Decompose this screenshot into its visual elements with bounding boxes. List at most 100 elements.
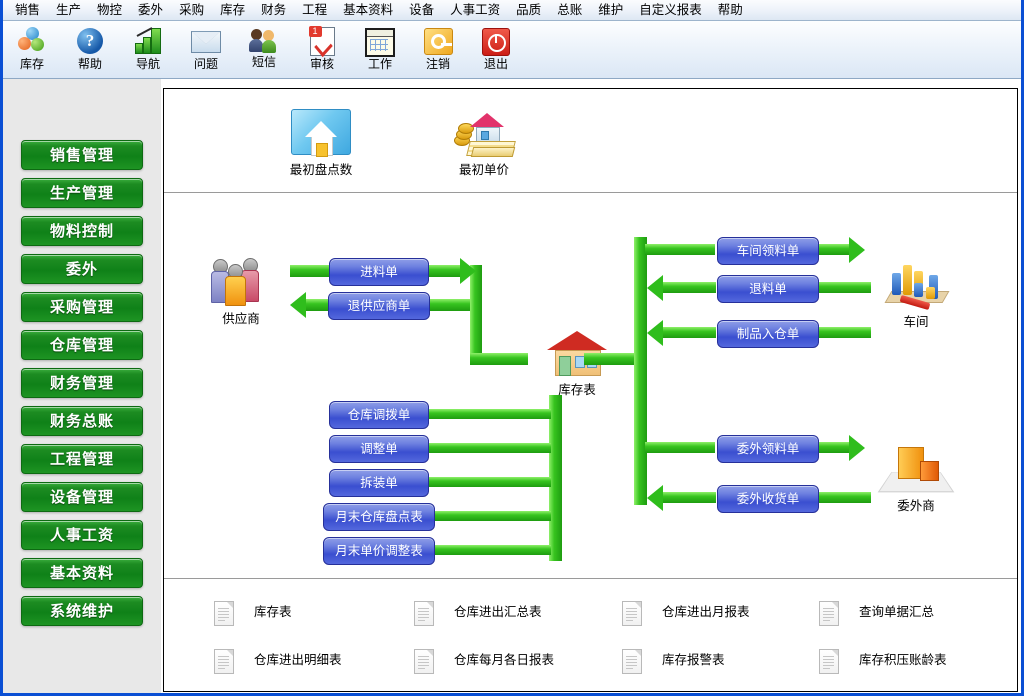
toolbar-label: 库存 (19, 57, 44, 71)
sidebar-item-equipment-management[interactable]: 设备管理 (21, 482, 143, 512)
menu-item-finance[interactable]: 财务 (261, 3, 287, 17)
users-message-icon (249, 28, 279, 54)
pipe-disassemble (369, 477, 551, 487)
menu-item-basic-data[interactable]: 基本资料 (343, 3, 394, 17)
folder-house-icon (289, 105, 353, 161)
flow-button-disassembly[interactable]: 拆装单 (329, 469, 429, 497)
menu-item-quality[interactable]: 品质 (516, 3, 542, 17)
document-icon (414, 601, 434, 626)
power-exit-icon (481, 26, 511, 56)
menu-item-inventory[interactable]: 库存 (220, 3, 246, 17)
flow-button-workshop-material-issue[interactable]: 车间领料单 (717, 237, 819, 265)
node-caption: 委外商 (897, 499, 935, 513)
node-caption: 库存表 (558, 383, 596, 397)
pipe-outsource-receive-left (662, 492, 716, 503)
node-outsourcing-vendor[interactable]: 委外商 (861, 441, 971, 513)
pipe-right-trunk-vertical (634, 237, 647, 505)
node-initial-unit-price[interactable]: 最初单价 (429, 105, 539, 177)
mail-envelope-icon (191, 26, 221, 56)
sidebar-item-production-management[interactable]: 生产管理 (21, 178, 143, 208)
node-workshop[interactable]: 车间 (861, 257, 971, 329)
report-label: 仓库进出汇总表 (454, 605, 542, 619)
pipe-outsource-issue-right (817, 442, 853, 453)
sidebar-item-purchase-management[interactable]: 采购管理 (21, 292, 143, 322)
toolbar-button-issue[interactable]: 问题 (177, 21, 235, 77)
menu-item-maintenance[interactable]: 维护 (598, 3, 624, 17)
toolbar-label: 注销 (425, 57, 450, 71)
menu-item-hr-payroll[interactable]: 人事工资 (450, 3, 501, 17)
arrow-workshop-issue (849, 237, 865, 263)
toolbar-button-navigation[interactable]: 导航 (119, 21, 177, 77)
sidebar-item-finance-management[interactable]: 财务管理 (21, 368, 143, 398)
pipe-warehouse-to-right-trunk (584, 353, 646, 365)
flow-button-material-receipt[interactable]: 进料单 (329, 258, 429, 286)
toolbar-button-exit[interactable]: 退出 (467, 21, 525, 77)
toolbar-button-inventory[interactable]: 库存 (3, 21, 61, 77)
flow-button-supplier-return[interactable]: 退供应商单 (328, 292, 430, 320)
report-label: 仓库进出明细表 (254, 653, 342, 667)
section-divider-bottom (164, 578, 1017, 579)
sidebar-item-system-maintenance[interactable]: 系统维护 (21, 596, 143, 626)
toolbar-button-help[interactable]: ? 帮助 (61, 21, 119, 77)
calendar-icon (365, 26, 395, 57)
pipe-transfer (369, 409, 551, 419)
flow-button-finished-goods-receipt[interactable]: 制品入仓单 (717, 320, 819, 348)
sidebar-item-hr-payroll[interactable]: 人事工资 (21, 520, 143, 550)
pipe-supplier-inbound-left (290, 265, 340, 277)
toolbar-label: 导航 (135, 57, 160, 71)
report-label: 仓库进出月报表 (662, 605, 750, 619)
flow-button-month-end-stocktake[interactable]: 月末仓库盘点表 (323, 503, 435, 531)
document-check-icon: 1 (307, 26, 337, 58)
pipe-workshop-return-left (662, 282, 716, 293)
sidebar-item-engineering-management[interactable]: 工程管理 (21, 444, 143, 474)
node-caption: 最初单价 (458, 163, 509, 177)
arrow-supplier-inbound (460, 258, 476, 284)
menu-item-material[interactable]: 物控 (97, 3, 123, 17)
report-label: 库存报警表 (662, 653, 725, 667)
menu-item-engineering[interactable]: 工程 (302, 3, 328, 17)
sidebar-item-general-ledger[interactable]: 财务总账 (21, 406, 143, 436)
pipe-workshop-issue-right (817, 244, 853, 255)
pipe-finished-goods-right (817, 327, 871, 338)
pipe-warehouse-down-trunk (549, 395, 562, 561)
report-label: 库存表 (254, 605, 292, 619)
menu-item-custom-report[interactable]: 自定义报表 (639, 3, 702, 17)
section-divider-top (164, 192, 1017, 193)
navigation-chart-icon (133, 26, 163, 56)
flow-button-outsourcing-material-issue[interactable]: 委外领料单 (717, 435, 819, 463)
toolbar-label: 退出 (483, 57, 508, 71)
flow-button-adjustment[interactable]: 调整单 (329, 435, 429, 463)
flow-button-warehouse-transfer[interactable]: 仓库调拨单 (329, 401, 429, 429)
flow-button-outsourcing-receipt[interactable]: 委外收货单 (717, 485, 819, 513)
pipe-left-trunk-vertical (470, 265, 482, 365)
pipe-finished-goods-left (662, 327, 716, 338)
menu-item-help[interactable]: 帮助 (717, 3, 743, 17)
pipe-left-trunk-to-warehouse (470, 353, 528, 365)
menu-item-purchase[interactable]: 采购 (179, 3, 205, 17)
pipe-supplier-inbound-right (426, 265, 466, 277)
report-label: 查询单据汇总 (859, 605, 935, 619)
menu-item-sales[interactable]: 销售 (15, 3, 41, 17)
flow-button-month-end-price-adjust[interactable]: 月末单价调整表 (323, 537, 435, 565)
sidebar-item-material-control[interactable]: 物料控制 (21, 216, 143, 246)
node-supplier[interactable]: 供应商 (186, 254, 296, 326)
sidebar-item-sales-management[interactable]: 销售管理 (21, 140, 143, 170)
menu-item-production[interactable]: 生产 (56, 3, 82, 17)
toolbar-label: 工作 (367, 57, 392, 71)
menu-item-ledger[interactable]: 总账 (557, 3, 583, 17)
document-icon (622, 601, 642, 626)
toolbar-button-logout[interactable]: 注销 (409, 21, 467, 77)
main-flowchart-panel: 最初盘点数 最初单价 供应商 进料单 退供应商单 (163, 88, 1018, 692)
toolbar-button-work[interactable]: 工作 (351, 21, 409, 77)
workshop-chart-icon (884, 257, 950, 313)
toolbar-button-audit[interactable]: 1 审核 (293, 21, 351, 77)
menu-item-outsourcing[interactable]: 委外 (138, 3, 164, 17)
node-initial-stocktake[interactable]: 最初盘点数 (266, 105, 376, 177)
flow-button-material-return[interactable]: 退料单 (717, 275, 819, 303)
outsourcing-factory-icon (877, 441, 955, 497)
sidebar-item-outsourcing[interactable]: 委外 (21, 254, 143, 284)
menu-item-equipment[interactable]: 设备 (409, 3, 435, 17)
toolbar-button-sms[interactable]: 短信 (235, 21, 293, 77)
sidebar-item-basic-data[interactable]: 基本资料 (21, 558, 143, 588)
sidebar-item-warehouse-management[interactable]: 仓库管理 (21, 330, 143, 360)
